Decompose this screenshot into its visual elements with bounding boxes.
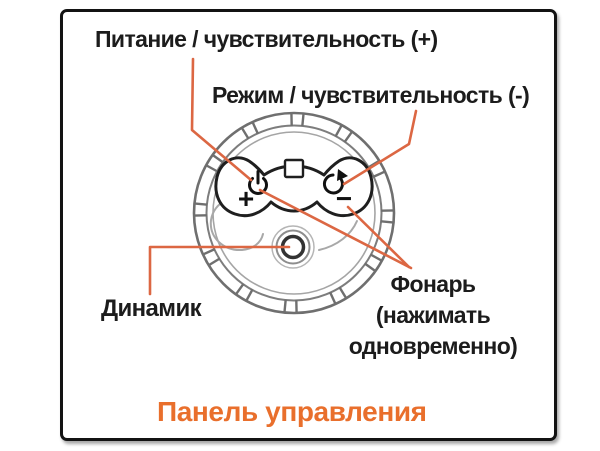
diagram-frame (60, 9, 557, 441)
leader-flashlight-to-power (258, 188, 413, 270)
leader-lines (148, 57, 418, 296)
button-pad: + − (214, 156, 374, 218)
dial-rim-inner-ring (205, 124, 383, 302)
power-plus-symbol: + (238, 183, 254, 214)
label-flashlight: Фонарь (нажимать одновременно) (348, 271, 518, 359)
diagram-title: Панель управления (157, 396, 427, 427)
label-mode-sensitivity-minus: Режим / чувствительность (-) (212, 82, 530, 108)
leader-mode (342, 109, 418, 186)
leader-flashlight-to-mode (346, 205, 411, 269)
pad-center-notch (283, 158, 305, 179)
label-speaker: Динамик (101, 295, 202, 322)
power-icon (248, 170, 268, 195)
mode-rotate-icon (322, 169, 348, 195)
leader-speaker (148, 245, 291, 296)
dial (192, 111, 396, 315)
dial-outer-ring (192, 111, 396, 315)
leader-power (190, 57, 253, 182)
dial-grip-ticks (193, 112, 395, 314)
label-power-sensitivity-plus: Питание / чувствительность (+) (95, 26, 438, 52)
